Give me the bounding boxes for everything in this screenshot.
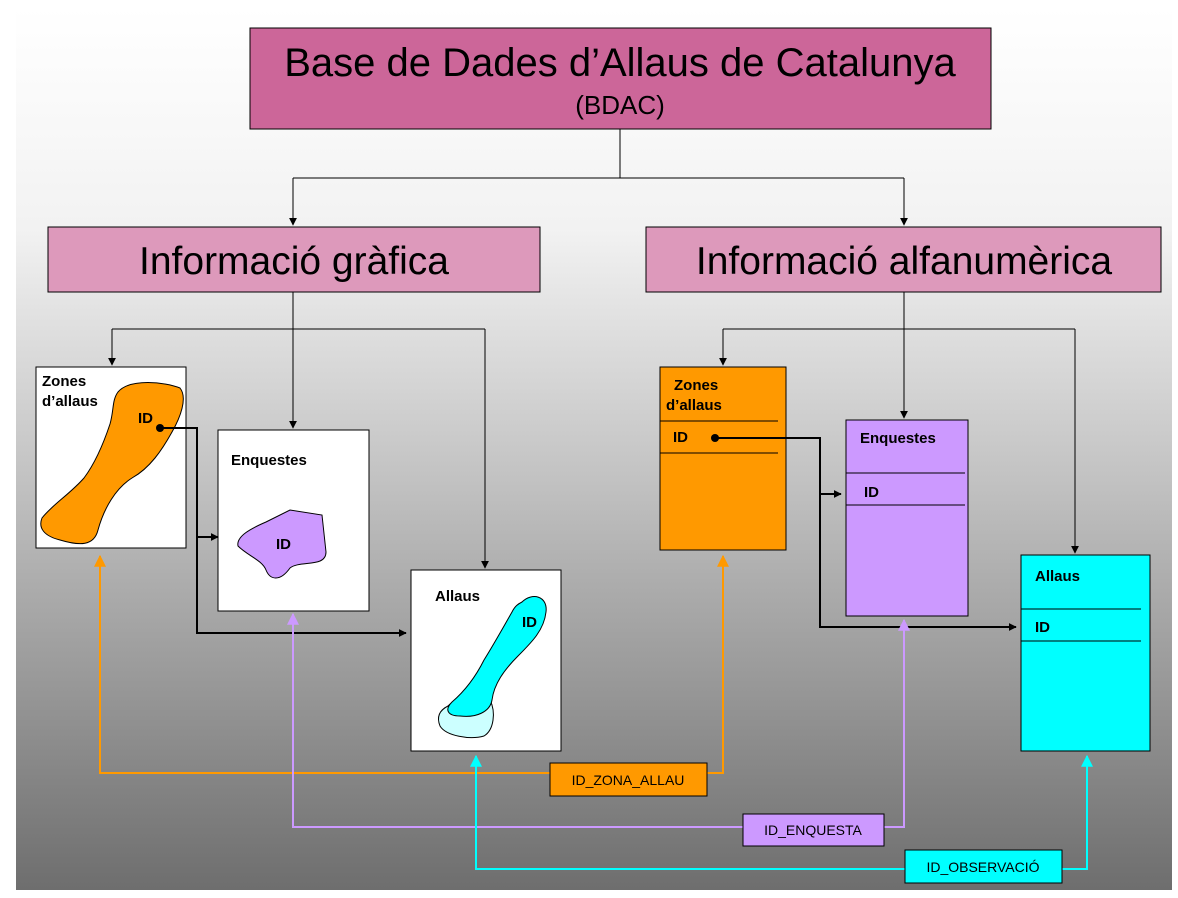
enquestes-graphic-id: ID xyxy=(276,536,291,553)
table-allaus-label: Allaus xyxy=(1035,568,1080,585)
section-alpha-box xyxy=(645,226,1162,293)
table-enquestes: Enquestes ID xyxy=(845,419,969,617)
graphic-connectors xyxy=(108,292,489,569)
zones-graphic-label-1: Zones xyxy=(42,373,86,390)
graphic-id-links xyxy=(156,424,407,637)
panel-zones-graphic: Zones d’allaus ID xyxy=(35,366,187,549)
table-allaus-id: ID xyxy=(1035,619,1050,636)
allaus-graphic-id: ID xyxy=(522,614,537,631)
table-zones-label-2: d’allaus xyxy=(666,397,722,414)
key-link-enquesta xyxy=(287,612,910,828)
table-zones-id: ID xyxy=(673,429,688,446)
key-observacio-label: ID_OBSERVACIÓ xyxy=(926,859,1039,875)
key-enquesta-box: ID_ENQUESTA xyxy=(742,813,885,847)
panel-allaus-graphic: Allaus ID xyxy=(410,569,562,752)
zones-graphic-id: ID xyxy=(138,410,153,427)
table-enquestes-id: ID xyxy=(864,484,879,501)
title-main: Base de Dades d’Allaus de Catalunya xyxy=(284,41,956,85)
table-id-links xyxy=(711,434,1017,631)
title-sub: (BDAC) xyxy=(575,90,665,120)
enquestes-graphic-label: Enquestes xyxy=(231,452,307,469)
alpha-connectors xyxy=(719,292,1079,554)
panel-enquestes-graphic: Enquestes ID xyxy=(217,429,370,612)
section-graphic-box xyxy=(47,226,541,293)
allaus-graphic-label: Allaus xyxy=(435,588,480,605)
title-box xyxy=(249,27,992,130)
zones-polygon xyxy=(40,382,184,545)
table-zones-label-1: Zones xyxy=(674,377,718,394)
key-zona-box: ID_ZONA_ALLAU xyxy=(549,762,708,797)
title-connectors xyxy=(289,129,908,226)
table-zones: Zones d’allaus ID xyxy=(659,366,787,551)
allaus-polygon xyxy=(447,596,547,717)
section-graphic-title: Informació gràfica xyxy=(139,240,449,283)
key-zona-label: ID_ZONA_ALLAU xyxy=(572,772,685,788)
section-alpha-title: Informació alfanumèrica xyxy=(696,240,1112,283)
slide-background xyxy=(16,8,1172,890)
key-observacio-box: ID_OBSERVACIÓ xyxy=(904,849,1063,884)
key-link-zona xyxy=(94,554,729,774)
key-link-observacio xyxy=(470,754,1093,870)
table-enquestes-label: Enquestes xyxy=(860,430,936,447)
table-allaus: Allaus ID xyxy=(1020,554,1151,752)
enquestes-polygon xyxy=(237,509,327,579)
key-enquesta-label: ID_ENQUESTA xyxy=(764,822,862,838)
zones-graphic-label-2: d’allaus xyxy=(42,393,98,410)
